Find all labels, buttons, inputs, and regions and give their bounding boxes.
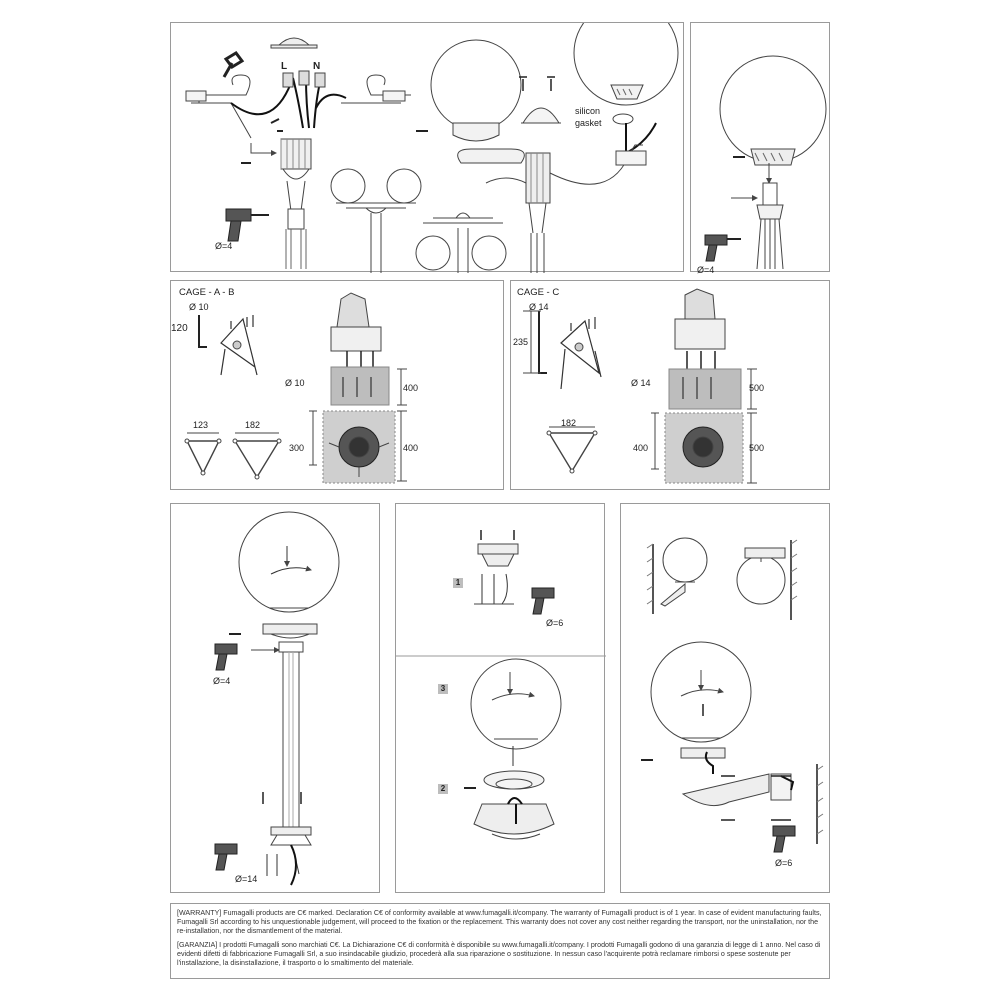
drill-size-top: Ø=4	[213, 676, 231, 686]
drill-size-bottom: Ø=14	[235, 874, 258, 884]
depth-top: 400	[403, 383, 419, 393]
bolt-length: 120	[171, 323, 188, 334]
drill-size-label: Ø=4	[215, 241, 233, 251]
silicon-gasket-label-2: gasket	[575, 118, 602, 128]
bolt-diameter: Ø 10	[189, 302, 209, 312]
height-outer: 400	[403, 443, 419, 453]
wall-install-illustration	[641, 537, 824, 853]
height-outer: 500	[749, 443, 765, 453]
step-number-2: 2	[438, 784, 448, 794]
step-number-1: 1	[453, 578, 463, 588]
cage-title: CAGE - A - B	[179, 287, 235, 298]
drill-size-label: Ø=6	[775, 858, 793, 868]
drill-size-label: Ø=6	[546, 618, 564, 628]
drill-size-label: Ø=4	[697, 265, 715, 275]
hole-diameter: Ø 10	[285, 378, 305, 388]
wire-label-n: N	[313, 61, 321, 72]
wire-label-l: L	[281, 61, 288, 72]
panel-single-globe: Ø=4	[690, 22, 830, 275]
warranty-english: [WARRANTY] Fumagalli products are C€ mar…	[177, 909, 822, 935]
panel-cage-a-b: CAGE - A - B Ø 10 120 Ø 10 400 123 182 3…	[170, 280, 504, 490]
width-182: 182	[561, 418, 577, 428]
cage-a-b-illustration	[184, 292, 407, 484]
bolt-diameter: Ø 14	[529, 302, 549, 312]
single-globe-illustration	[704, 55, 827, 270]
hole-diameter: Ø 14	[631, 378, 651, 388]
silicon-gasket-label-1: silicon	[575, 106, 601, 116]
warranty-italian: [GARANZIA] I prodotti Fumagalli sono mar…	[177, 941, 821, 967]
height-inner: 300	[289, 443, 305, 453]
panel-base-install: 1 3 2 Ø=6	[395, 503, 606, 893]
cage-c-illustration	[523, 288, 757, 484]
panel-pole-install: Ø=4 Ø=14	[170, 503, 380, 893]
panel-cage-c: CAGE - C Ø 14 235 Ø 14 500 182 400 500	[510, 280, 830, 490]
bolt-length: 235	[513, 337, 529, 347]
pole-install-illustration	[214, 511, 340, 886]
height-inner: 400	[633, 443, 649, 453]
cage-title: CAGE - C	[517, 287, 560, 298]
warranty-box: [WARRANTY] Fumagalli products are C€ mar…	[170, 903, 830, 979]
panel-wall-install: Ø=6	[620, 503, 830, 893]
width-123: 123	[193, 420, 209, 430]
width-182: 182	[245, 420, 261, 430]
base-install-illustration	[396, 530, 606, 840]
double-arm-assembly-illustration	[185, 23, 679, 273]
step-number-3: 3	[438, 684, 448, 694]
depth-top: 500	[749, 383, 765, 393]
panel-assembly-double-arm: L N silicon gasket Ø=4	[170, 22, 684, 273]
